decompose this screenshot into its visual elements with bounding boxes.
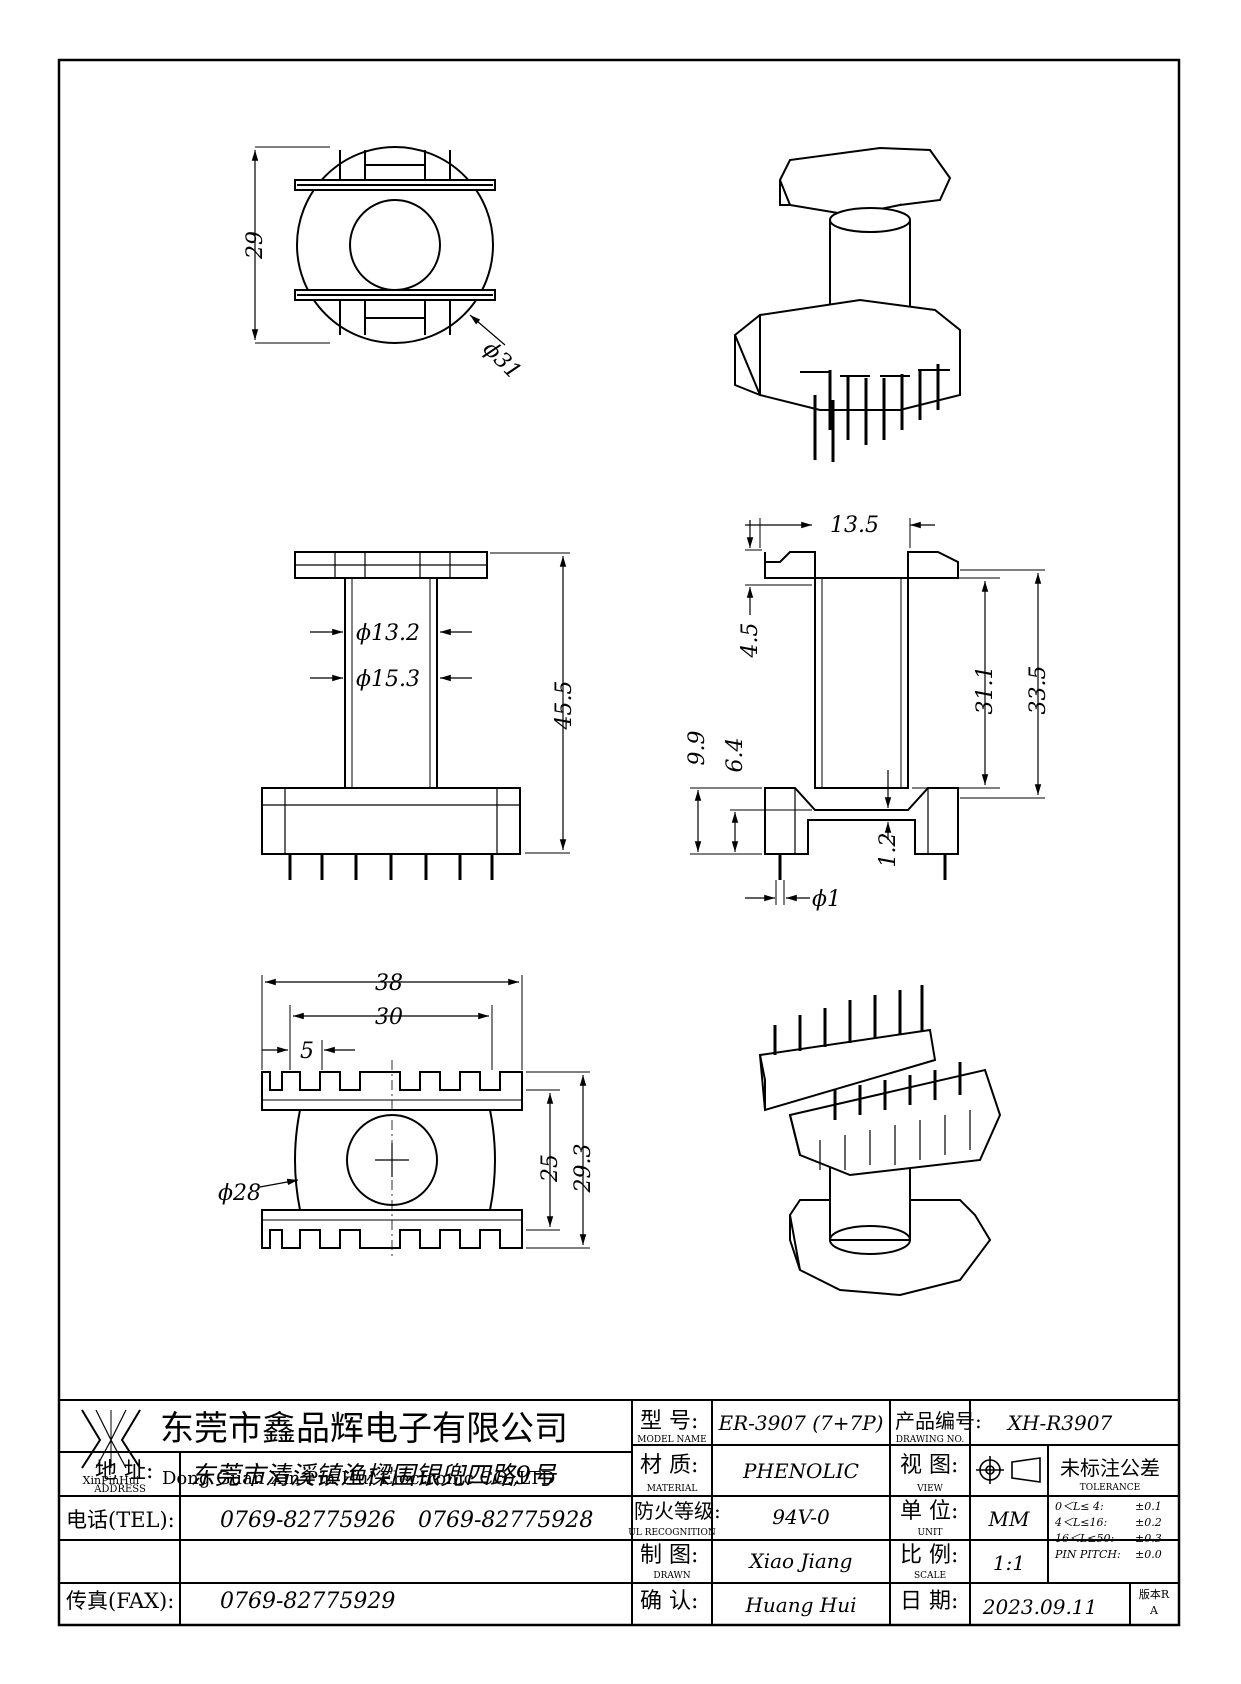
dim-front-inner-dia: ϕ13.2 — [356, 621, 420, 646]
tol-val-2: ±0.2 — [1135, 1516, 1162, 1529]
tel-label: 电话(TEL): — [66, 1508, 175, 1532]
ul-value: 94V-0 — [772, 1505, 830, 1529]
bottom-view — [261, 1060, 523, 1260]
top-view — [294, 146, 496, 344]
dim-front-outer-dia: ϕ15.3 — [356, 667, 420, 692]
date-value: 2023.09.11 — [982, 1595, 1098, 1619]
unit-label: 单 位: — [900, 1499, 958, 1524]
title-block — [58, 1399, 1180, 1626]
dim-bottom-width: 38 — [375, 971, 403, 996]
version-value: A — [1149, 1604, 1159, 1617]
bottom-view-dims: 38 30 5 ϕ28 25 29.3 — [218, 971, 596, 1249]
ul-label: 防火等级: — [634, 1499, 721, 1523]
version-label: 版本R — [1139, 1587, 1170, 1601]
dim-side-total: 33.5 — [1026, 666, 1051, 715]
tel-value-2: 0769-82775928 — [418, 1508, 593, 1533]
company-name-cn: 东莞市鑫品辉电子有限公司 — [160, 1409, 568, 1449]
tol-row-2: 4＜L≤16: — [1054, 1516, 1107, 1529]
dim-front-height: 45.5 — [552, 681, 577, 731]
sheet-border — [57, 58, 1181, 1627]
scale-value: 1:1 — [993, 1551, 1025, 1575]
model-label: 型 号: — [640, 1409, 698, 1434]
dim-side-width: 13.5 — [830, 513, 879, 538]
tol-val-3: ±0.3 — [1135, 1532, 1162, 1545]
front-view — [261, 551, 521, 880]
tol-row-3: 16＜L≤50: — [1055, 1532, 1114, 1545]
view-label-en: VIEW — [916, 1484, 944, 1494]
address-value: 东莞市清溪镇渔樑围银兜四路9号 — [190, 1461, 558, 1490]
material-value: PHENOLIC — [742, 1459, 859, 1483]
scale-label-en: SCALE — [914, 1571, 946, 1581]
dim-bottom-outer: 29.3 — [571, 1144, 596, 1194]
material-label: 材 质: — [640, 1453, 698, 1478]
iso-view-top — [733, 146, 961, 462]
drawing-no-label-en: DRAWING NO. — [896, 1435, 965, 1445]
fax-value: 0769-82775929 — [220, 1589, 395, 1614]
model-label-en: MODEL NAME — [637, 1435, 706, 1445]
dim-side-pin-dia: ϕ1 — [812, 887, 841, 912]
dim-bottom-inner: 25 — [538, 1154, 563, 1183]
tolerance-en: TOLERANCE — [1080, 1483, 1141, 1493]
company-name-en: Dong Guan Xin Pin Hui Electronic CO.,LTD — [162, 1468, 555, 1489]
address-label-en: ADDRESS — [93, 1484, 146, 1495]
dim-side-step: 1.2 — [876, 833, 901, 868]
tol-row-4: PIN PITCH: — [1054, 1548, 1121, 1561]
address-label: 地 址: — [95, 1459, 153, 1484]
dim-bottom-core-dia: ϕ28 — [218, 1181, 261, 1206]
front-view-dims: ϕ13.2 ϕ15.3 45.5 — [310, 552, 577, 854]
drawn-label: 制 图: — [640, 1543, 698, 1568]
dim-side-flange: 4.5 — [738, 623, 763, 659]
scale-label: 比 例: — [900, 1543, 958, 1568]
drawn-value: Xiao Jiang — [748, 1549, 853, 1573]
tolerance-title: 未标注公差 — [1060, 1456, 1160, 1480]
tel-value-1: 0769-82775926 — [220, 1508, 395, 1533]
dim-bottom-pitch-span: 30 — [375, 1005, 403, 1030]
model-value: ER-3907 (7+7P) — [718, 1411, 884, 1435]
dim-bottom-pitch: 5 — [300, 1039, 314, 1064]
unit-value: MM — [988, 1507, 1030, 1531]
ul-label-en: UL RECOGNITION — [628, 1528, 716, 1538]
tol-row-1: 0＜L≤ 4: — [1055, 1500, 1104, 1513]
unit-label-en: UNIT — [917, 1528, 942, 1538]
dim-top-height: 29 — [243, 231, 268, 260]
confirm-label: 确 认: — [640, 1589, 698, 1614]
material-label-en: MATERIAL — [647, 1484, 698, 1494]
company-logo — [81, 1409, 141, 1469]
tol-val-4: ±0.0 — [1135, 1548, 1162, 1561]
drawing-no-value: XH-R3907 — [1006, 1411, 1113, 1435]
tol-val-1: ±0.1 — [1135, 1500, 1162, 1513]
drawing-no-label: 产品编号: — [895, 1409, 982, 1433]
drawn-label-en: DRAWN — [653, 1571, 690, 1581]
iso-view-bottom — [758, 985, 1002, 1297]
fax-label: 传真(FAX): — [66, 1589, 174, 1613]
dim-side-winding: 31.1 — [973, 666, 998, 715]
side-view — [764, 551, 959, 880]
view-label: 视 图: — [900, 1453, 958, 1478]
dim-side-pin-section: 6.4 — [723, 738, 748, 773]
dim-side-base: 9.9 — [685, 731, 710, 766]
projection-symbol-icon — [976, 1456, 1041, 1484]
confirm-value: Huang Hui — [744, 1593, 856, 1617]
date-label: 日 期: — [900, 1589, 958, 1614]
dim-top-dia: ϕ31 — [478, 337, 526, 385]
logo-text: XinPinHui — [83, 1474, 140, 1487]
side-view-dims: 13.5 4.5 31.1 33.5 9.9 6.4 1.2 ϕ1 — [685, 513, 1051, 912]
